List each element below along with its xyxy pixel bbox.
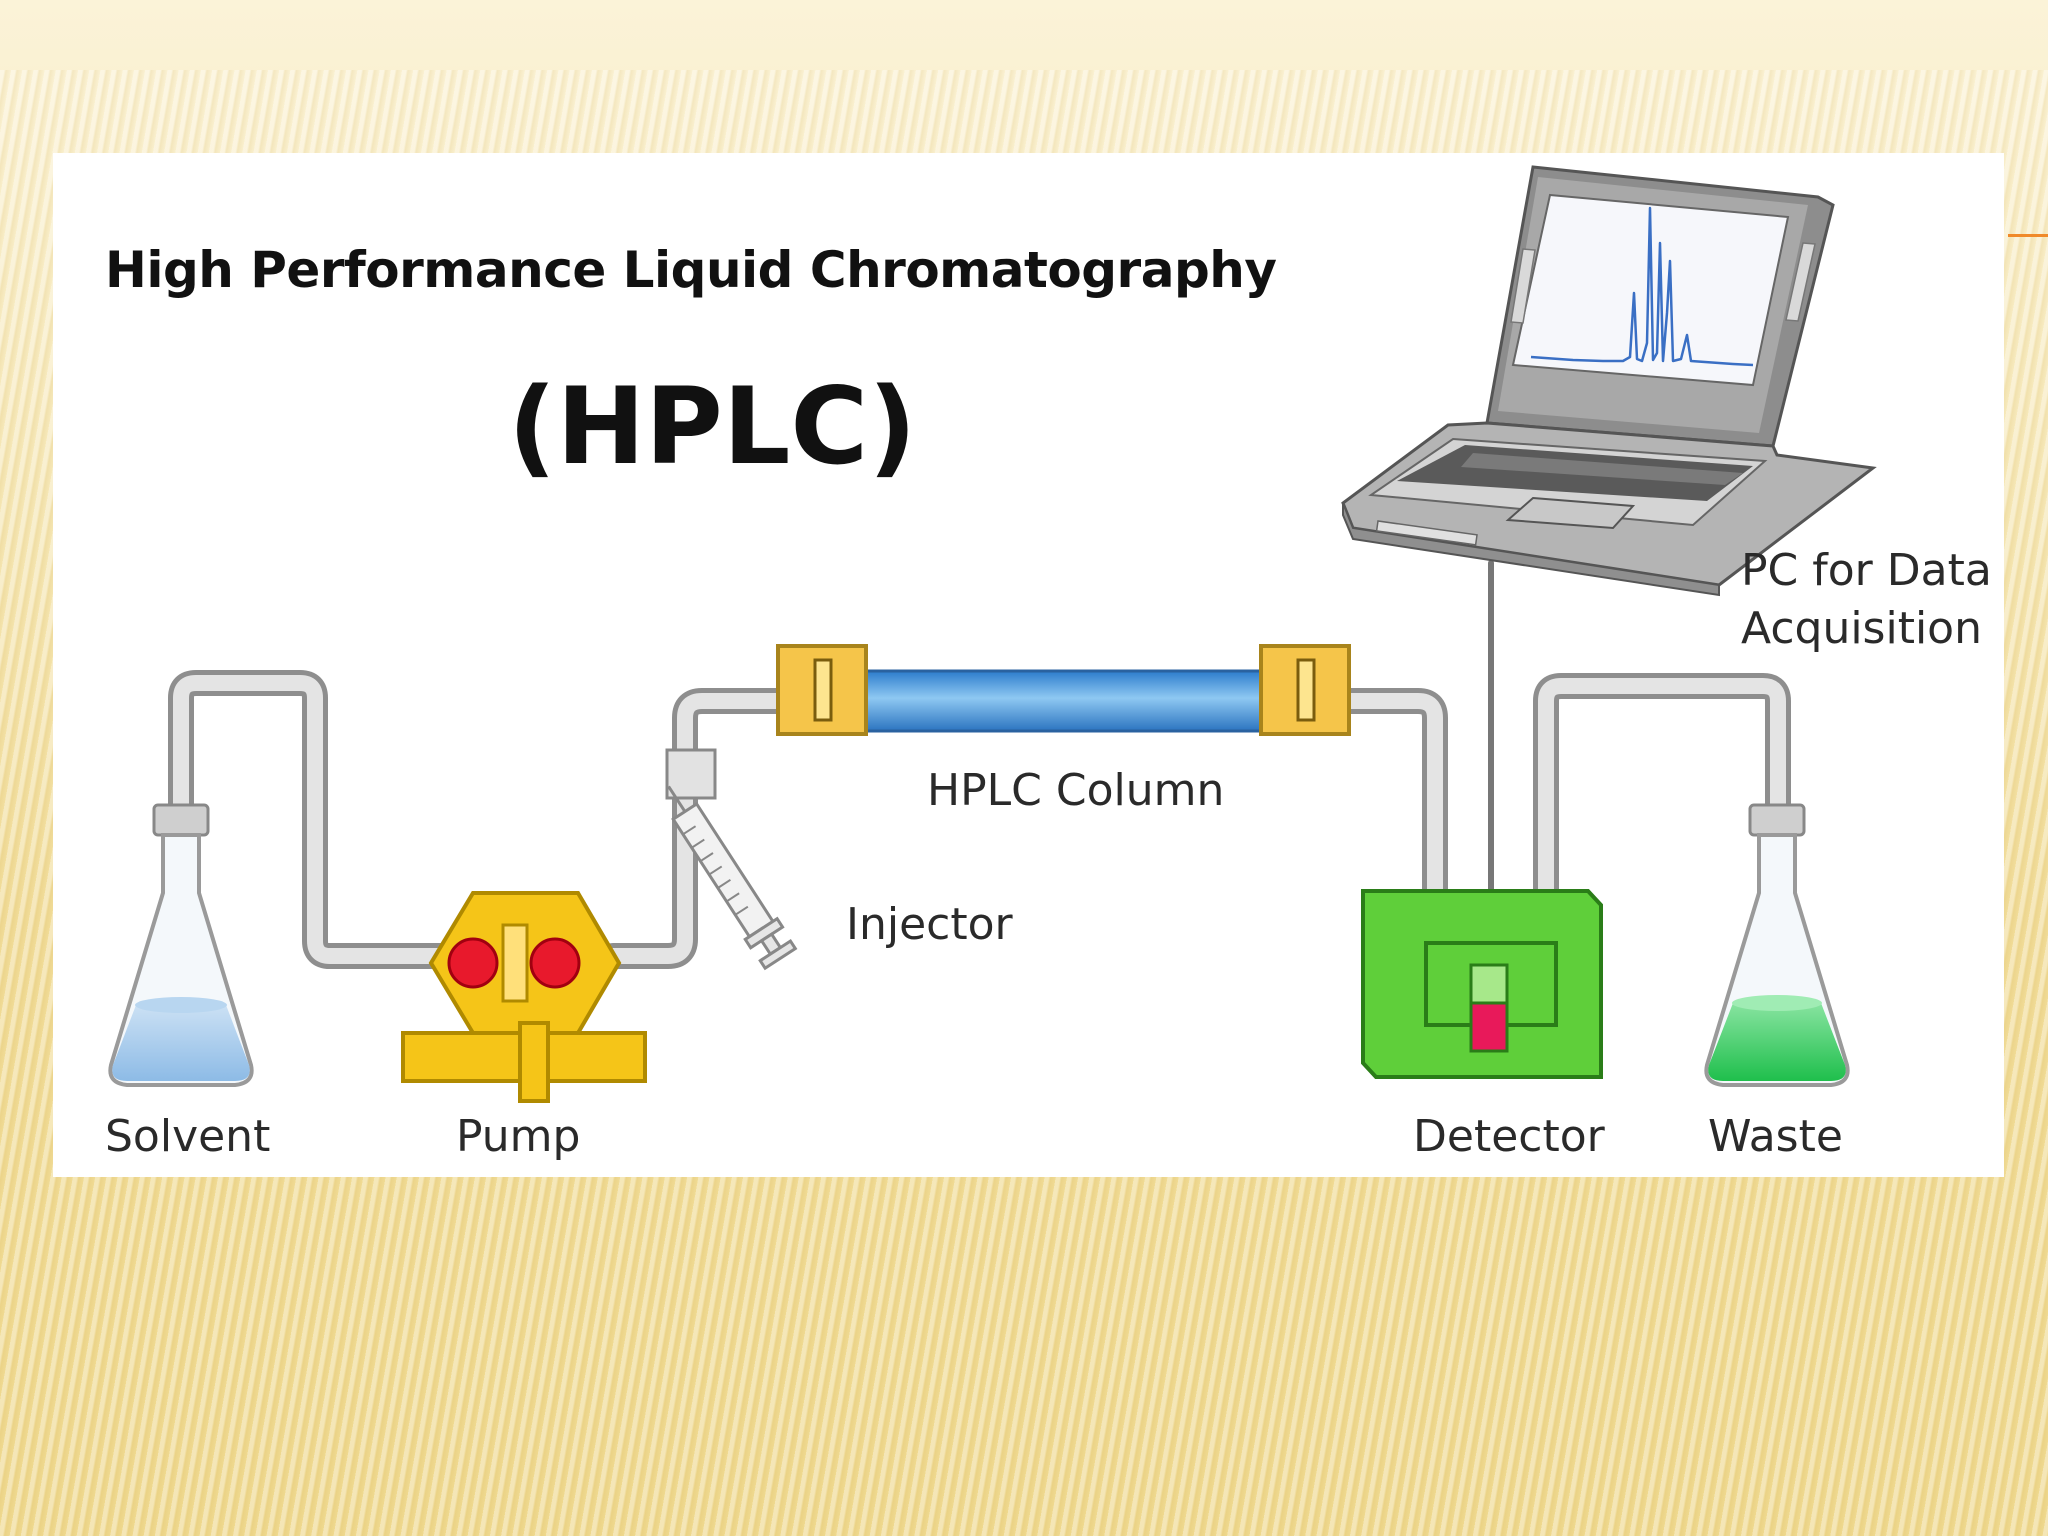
diagram-panel: High Performance Liquid Chromatography (…: [53, 153, 2004, 1177]
label-hplc-column: HPLC Column: [927, 765, 1225, 816]
laptop-icon: [1341, 165, 1877, 597]
diagram-subtitle: (HPLC): [508, 365, 917, 488]
chromatogram-trace: [1530, 206, 1754, 367]
label-waste: Waste: [1708, 1111, 1843, 1162]
label-pc-line1: PC for Data: [1741, 545, 1992, 596]
column-icon: [776, 644, 1351, 736]
waste-flask: [1704, 803, 1850, 1087]
accent-line: [2008, 234, 2048, 237]
diagram-title: High Performance Liquid Chromatography: [105, 241, 1277, 299]
detector-icon: [1361, 889, 1603, 1079]
label-pump: Pump: [456, 1111, 581, 1162]
label-detector: Detector: [1413, 1111, 1605, 1162]
pump-icon: [401, 891, 647, 1103]
solvent-flask: [108, 803, 254, 1087]
hplc-diagram: [108, 165, 1877, 1103]
label-pc-line2: Acquisition: [1741, 603, 1982, 654]
injector-icon: [665, 748, 798, 971]
label-injector: Injector: [846, 899, 1013, 950]
label-solvent: Solvent: [105, 1111, 271, 1162]
